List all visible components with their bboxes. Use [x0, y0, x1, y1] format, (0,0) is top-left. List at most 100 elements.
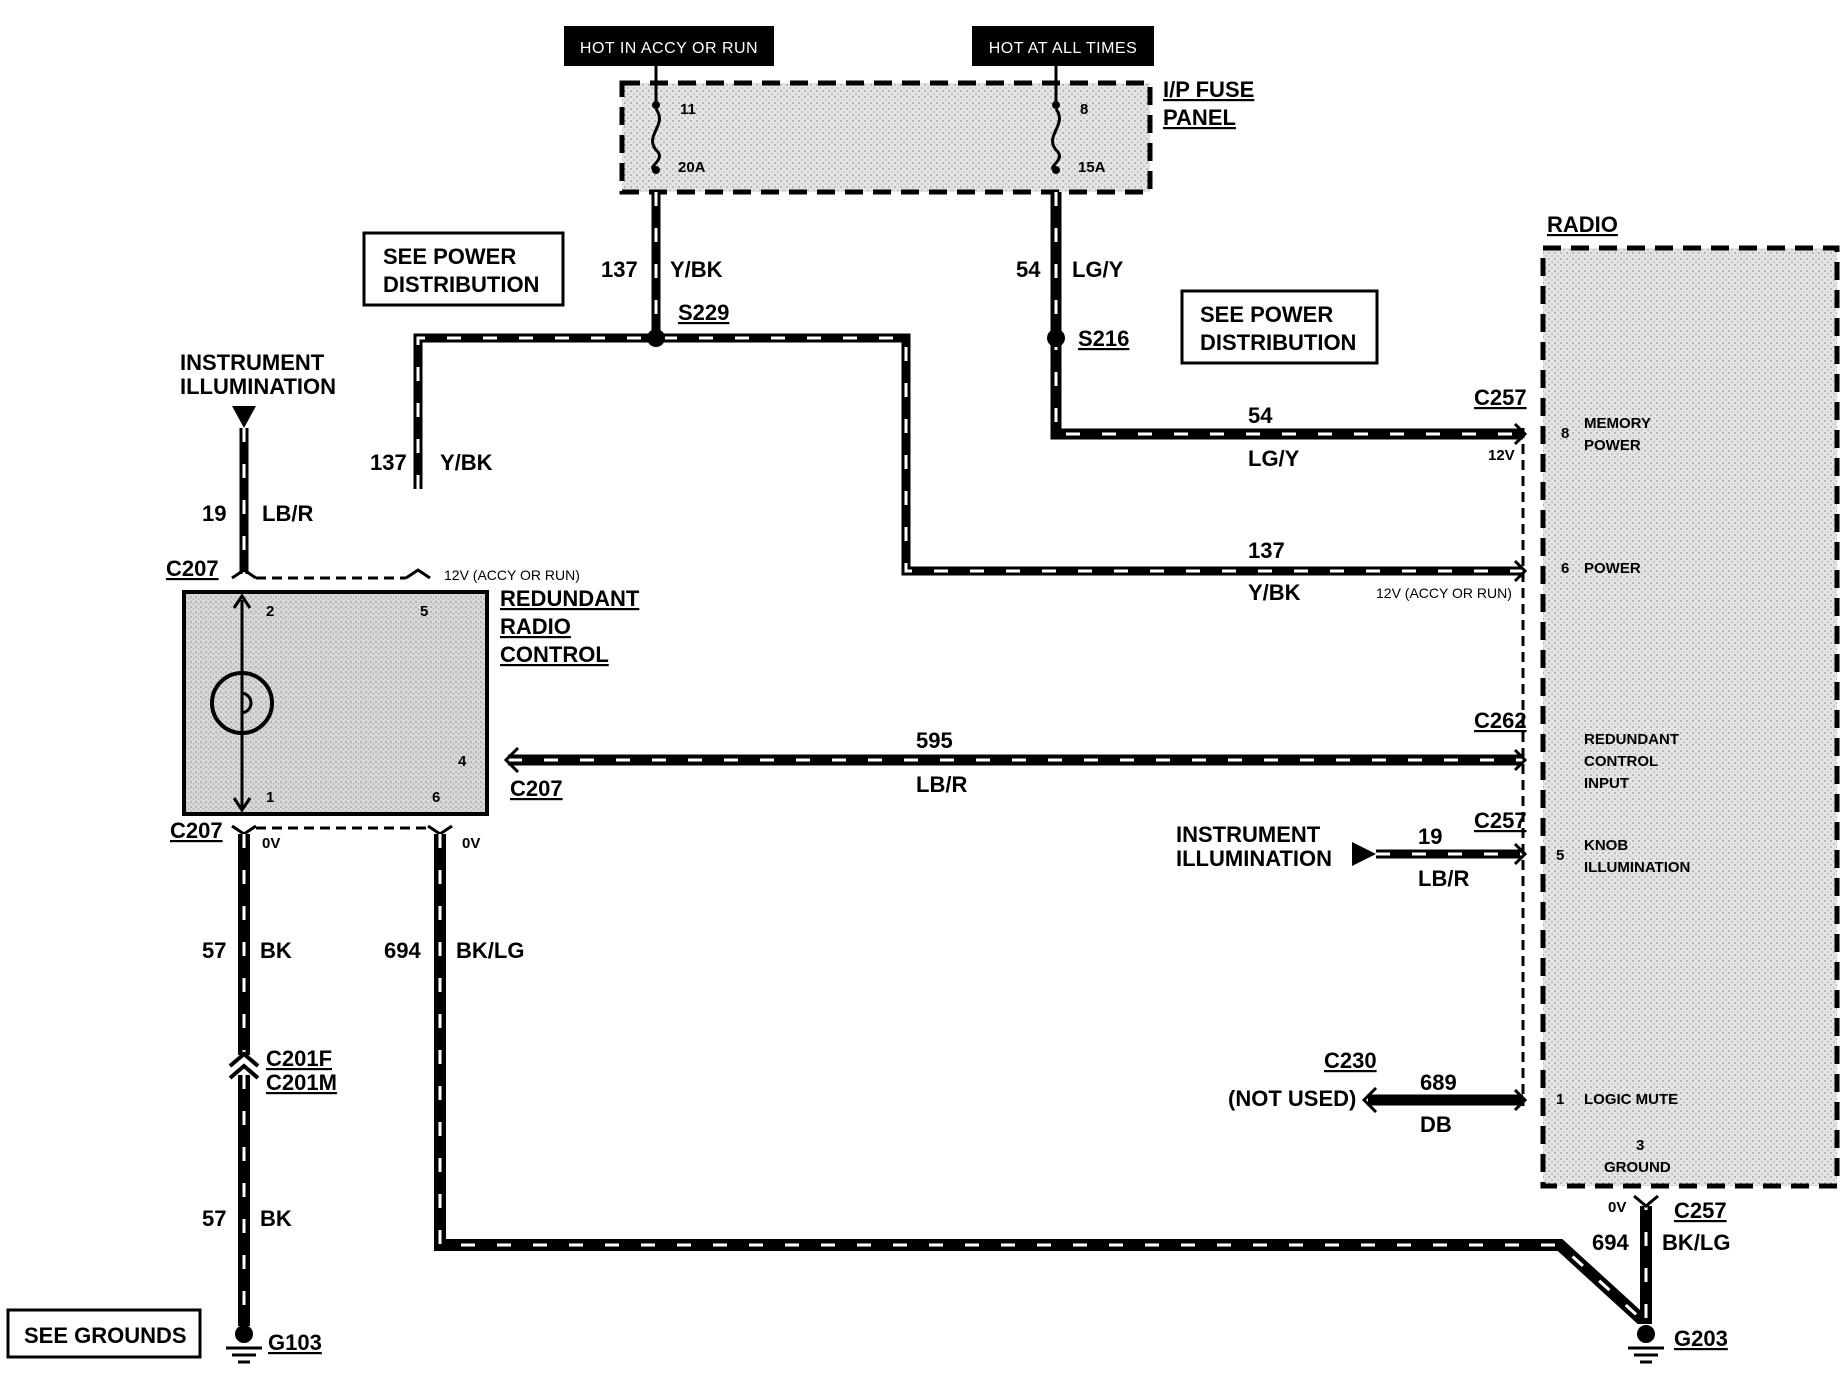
splice-s229 — [647, 329, 665, 347]
label-radio-pin6: 6 — [1561, 560, 1569, 577]
label-wires-w137-left-color: Y/BK — [440, 450, 493, 475]
label-connectors-c207-top: C207 — [166, 556, 219, 581]
see-grounds[interactable]: SEE GROUNDS — [6, 1308, 202, 1359]
label-connectors-c262: C262 — [1474, 708, 1527, 733]
label-redundant-control-pin4: 4 — [458, 753, 467, 770]
label-radio-knob-line2: ILLUMINATION — [1584, 859, 1690, 876]
label-redundant-control-pin5: 5 — [420, 603, 428, 620]
radio-connector-strip — [1513, 422, 1528, 1112]
label-wires-w137-h-color: Y/BK — [1248, 580, 1301, 605]
label-splices-s216: S216 — [1078, 326, 1129, 351]
label-wires-w694-right-num: 694 — [1592, 1230, 1629, 1255]
label-not-used: (NOT USED) — [1228, 1086, 1356, 1111]
label-splices-s229: S229 — [678, 300, 729, 325]
label-banners-hot-all-times: HOT AT ALL TIMES — [989, 40, 1138, 57]
label-radio-redundant-line2: CONTROL — [1584, 753, 1658, 770]
label-wires-w694-left-color: BK/LG — [456, 938, 524, 963]
wire-694-bklg — [434, 834, 1652, 1324]
label-connectors-c201m: C201M — [266, 1070, 337, 1095]
label-instrument-illum-left-line1: INSTRUMENT — [180, 350, 325, 375]
label-instrument-illum-right-line2: ILLUMINATION — [1176, 846, 1332, 871]
label-redundant-control-voltage-pin1: 0V — [262, 835, 280, 852]
knob-potentiometer-icon — [210, 593, 274, 813]
label-radio-ground-volt: 0V — [1608, 1199, 1626, 1216]
wire-54-lgy — [1050, 192, 1523, 440]
label-wires-w54-top-color: LG/Y — [1072, 257, 1124, 282]
see-power-distribution-left[interactable]: SEE POWER DISTRIBUTION — [362, 231, 565, 307]
label-wires-w19-left-num: 19 — [202, 501, 226, 526]
banner-hot-accy-run: HOT IN ACCY OR RUN — [564, 26, 774, 66]
label-grounds-g103: G103 — [268, 1330, 322, 1355]
label-wires-w137-top-color: Y/BK — [670, 257, 723, 282]
redundant-radio-control: REDUNDANT RADIO CONTROL 2 5 4 1 6 — [182, 586, 640, 816]
label-wires-w54-top-num: 54 — [1016, 257, 1041, 282]
label-redundant-control-voltage-pin5: 12V (ACCY OR RUN) — [444, 567, 580, 583]
label-radio-pin8: 8 — [1561, 425, 1569, 442]
label-radio-pin8-line1: MEMORY — [1584, 415, 1651, 432]
label-connectors-c230: C230 — [1324, 1048, 1377, 1073]
label-radio-pin5: 5 — [1556, 847, 1564, 864]
label-wires-w19-right-color: LB/R — [1418, 866, 1469, 891]
label-connectors-c257-memory: C257 — [1474, 385, 1527, 410]
wire-137-ybk — [413, 192, 1523, 576]
label-redundant-control-title-line3: CONTROL — [500, 642, 609, 667]
ground-g203-icon — [1628, 1325, 1664, 1364]
label-wires-w54-h-num: 54 — [1248, 403, 1273, 428]
label-see-power-right-line1: SEE POWER — [1200, 302, 1333, 327]
label-radio-title: RADIO — [1547, 212, 1618, 237]
label-radio-logic-mute: LOGIC MUTE — [1584, 1091, 1678, 1108]
arrow-right-icon — [1352, 842, 1376, 866]
label-wires-w694-left-num: 694 — [384, 938, 421, 963]
label-fuse-panel-fuse-left-amp: 20A — [678, 159, 706, 176]
label-connectors-c257-knob: C257 — [1474, 808, 1527, 833]
label-wires-w57-lower-num: 57 — [202, 1206, 226, 1231]
label-radio-redundant-line1: REDUNDANT — [1584, 731, 1679, 748]
label-radio-knob-line1: KNOB — [1584, 837, 1628, 854]
radio-module: RADIO 8 MEMORY POWER 6 POWER REDUNDANT C… — [1540, 212, 1840, 1189]
label-redundant-control-title-line1: REDUNDANT — [500, 586, 640, 611]
connector-c257-ground — [1633, 1194, 1659, 1208]
label-redundant-control-pin2: 2 — [266, 603, 274, 620]
label-redundant-control-voltage-pin6: 0V — [462, 835, 480, 852]
label-wires-w54-h-color: LG/Y — [1248, 446, 1300, 471]
label-wires-w689-color: DB — [1420, 1112, 1452, 1137]
label-wires-w137-top-num: 137 — [601, 257, 638, 282]
label-connectors-c207-mid: C207 — [510, 776, 563, 801]
label-wires-w57-upper-color: BK — [260, 938, 292, 963]
label-radio-redundant-line3: INPUT — [1584, 775, 1629, 792]
ip-fuse-panel: I/P FUSE PANEL 11 20A 8 15A — [619, 66, 1254, 195]
label-connectors-c257-ground: C257 — [1674, 1198, 1727, 1223]
connector-c201-icon — [228, 1051, 260, 1080]
label-wires-w694-right-color: BK/LG — [1662, 1230, 1730, 1255]
arrow-down-icon — [232, 406, 256, 428]
label-see-power-left-line1: SEE POWER — [383, 244, 516, 269]
connector-c207-top — [231, 568, 431, 580]
connector-c207-bottom — [231, 824, 453, 836]
ground-g103-icon — [226, 1325, 262, 1364]
label-wires-w57-lower-color: BK — [260, 1206, 292, 1231]
label-redundant-control-title-line2: RADIO — [500, 614, 571, 639]
label-wires-w57-upper-num: 57 — [202, 938, 226, 963]
label-wires-w595-num: 595 — [916, 728, 953, 753]
label-fuse-panel-fuse-right-amp: 15A — [1078, 159, 1106, 176]
banner-hot-all-times: HOT AT ALL TIMES — [972, 26, 1154, 66]
label-radio-pin8-volt: 12V — [1488, 447, 1515, 464]
label-radio-pin3: 3 — [1636, 1137, 1644, 1154]
fuse-11-icon — [651, 66, 661, 174]
label-radio-pin6-label: POWER — [1584, 560, 1641, 577]
label-radio-pin6-volt: 12V (ACCY OR RUN) — [1376, 585, 1512, 601]
label-wires-w19-left-color: LB/R — [262, 501, 313, 526]
label-fuse-panel-title-line1: I/P FUSE — [1163, 77, 1254, 102]
label-radio-ground-label: GROUND — [1604, 1159, 1671, 1176]
see-power-distribution-right[interactable]: SEE POWER DISTRIBUTION — [1180, 289, 1379, 365]
wire-689-db — [1361, 1086, 1523, 1114]
label-wires-w595-color: LB/R — [916, 772, 967, 797]
label-wires-w137-left-num: 137 — [370, 450, 407, 475]
instrument-illumination-left-label: INSTRUMENT ILLUMINATION — [180, 350, 336, 399]
label-grounds-g203: G203 — [1674, 1326, 1728, 1351]
splice-s216 — [1047, 329, 1065, 347]
label-connectors-c207-bottom: C207 — [170, 818, 223, 843]
instrument-illumination-right-label: INSTRUMENT ILLUMINATION — [1176, 822, 1332, 871]
fuse-8-icon — [1051, 66, 1061, 174]
label-banners-hot-accy-run: HOT IN ACCY OR RUN — [580, 40, 758, 57]
